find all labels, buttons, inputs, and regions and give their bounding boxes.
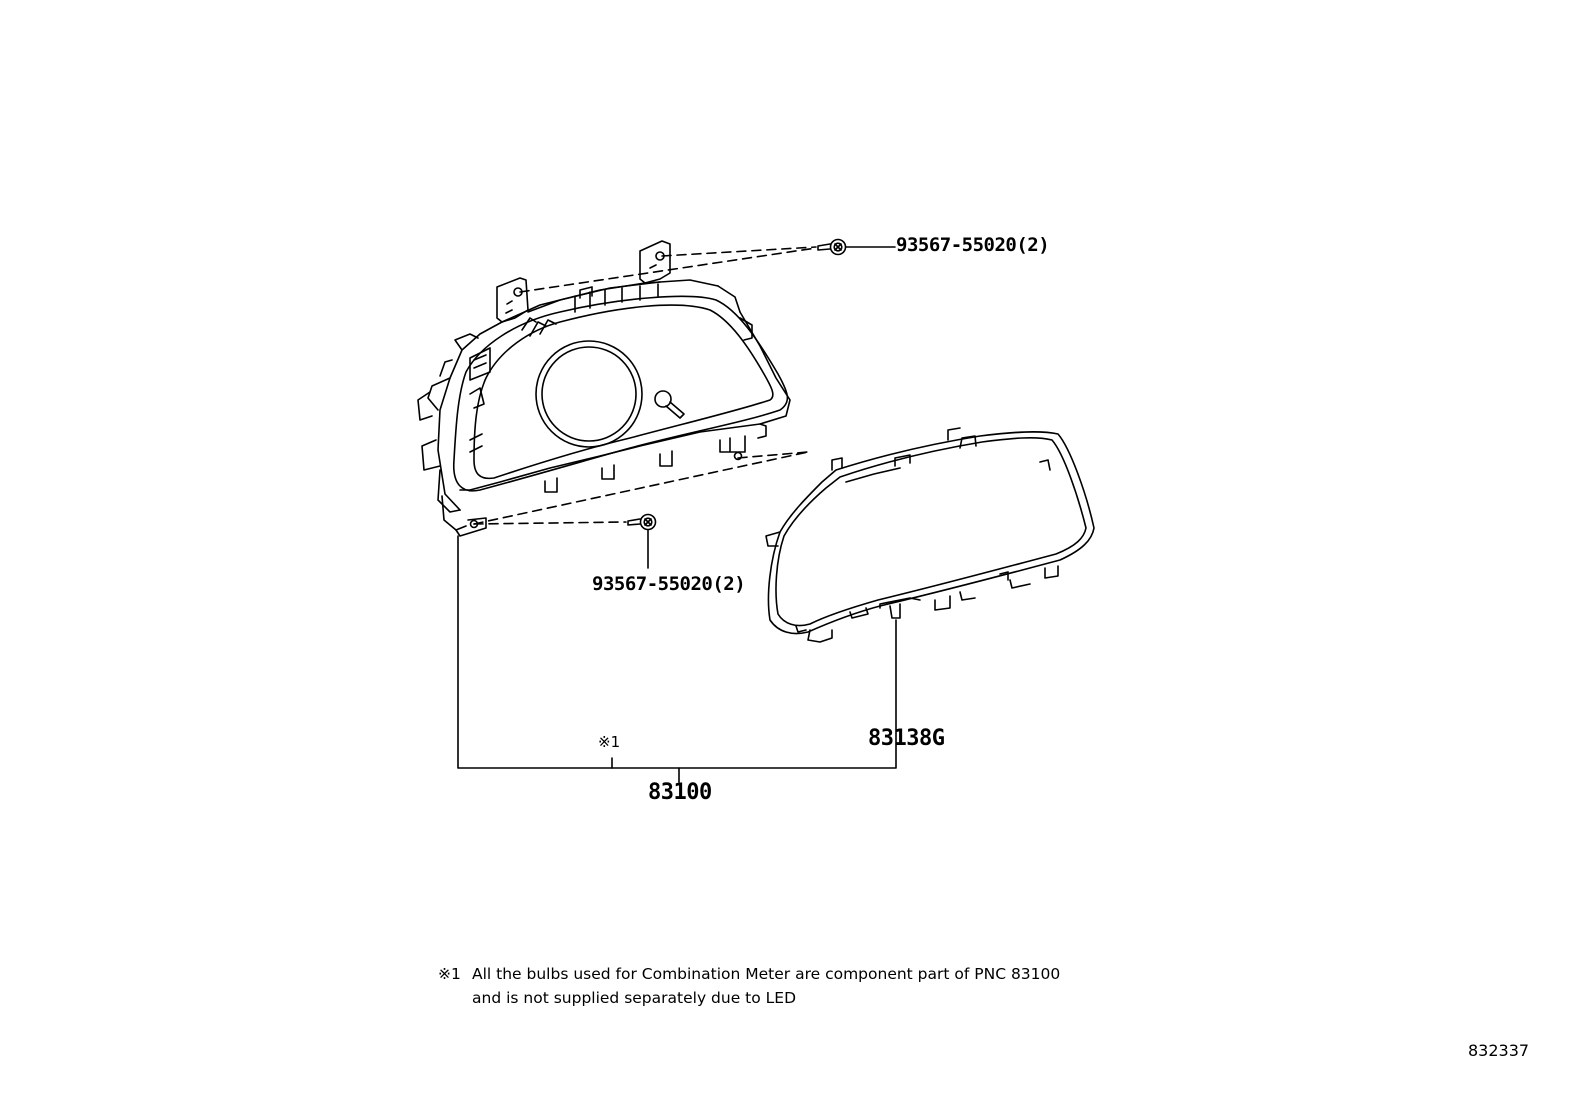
meter-glass-cover [765, 427, 1095, 643]
footnote-mark: ※1 [438, 965, 461, 983]
reference-mark: ※1 [598, 733, 621, 751]
footnote: ※1 All the bulbs used for Combination Met… [438, 962, 1060, 1010]
fastener-dashed-lines [473, 246, 817, 525]
leader-lines [457, 246, 897, 783]
part-number-assembly[interactable]: 83100 [648, 780, 712, 805]
illustration-id: 832337 [1468, 1041, 1530, 1060]
part-number-cover[interactable]: 83138G [868, 726, 945, 751]
screw-icon [627, 513, 657, 531]
footnote-text-2: and is not supplied separately due to LE… [472, 989, 797, 1007]
part-number-screw-top[interactable]: 93567-55020(2) [896, 234, 1050, 256]
footnote-text-1: All the bulbs used for Combination Meter… [472, 965, 1061, 983]
footnote-line-2: and is not supplied separately due to LE… [438, 986, 1060, 1010]
part-number-screw-bottom[interactable]: 93567-55020(2) [592, 573, 746, 595]
combination-meter-housing [417, 240, 791, 537]
screw-icon [817, 238, 847, 256]
footnote-line-1: ※1 All the bulbs used for Combination Met… [438, 962, 1060, 986]
